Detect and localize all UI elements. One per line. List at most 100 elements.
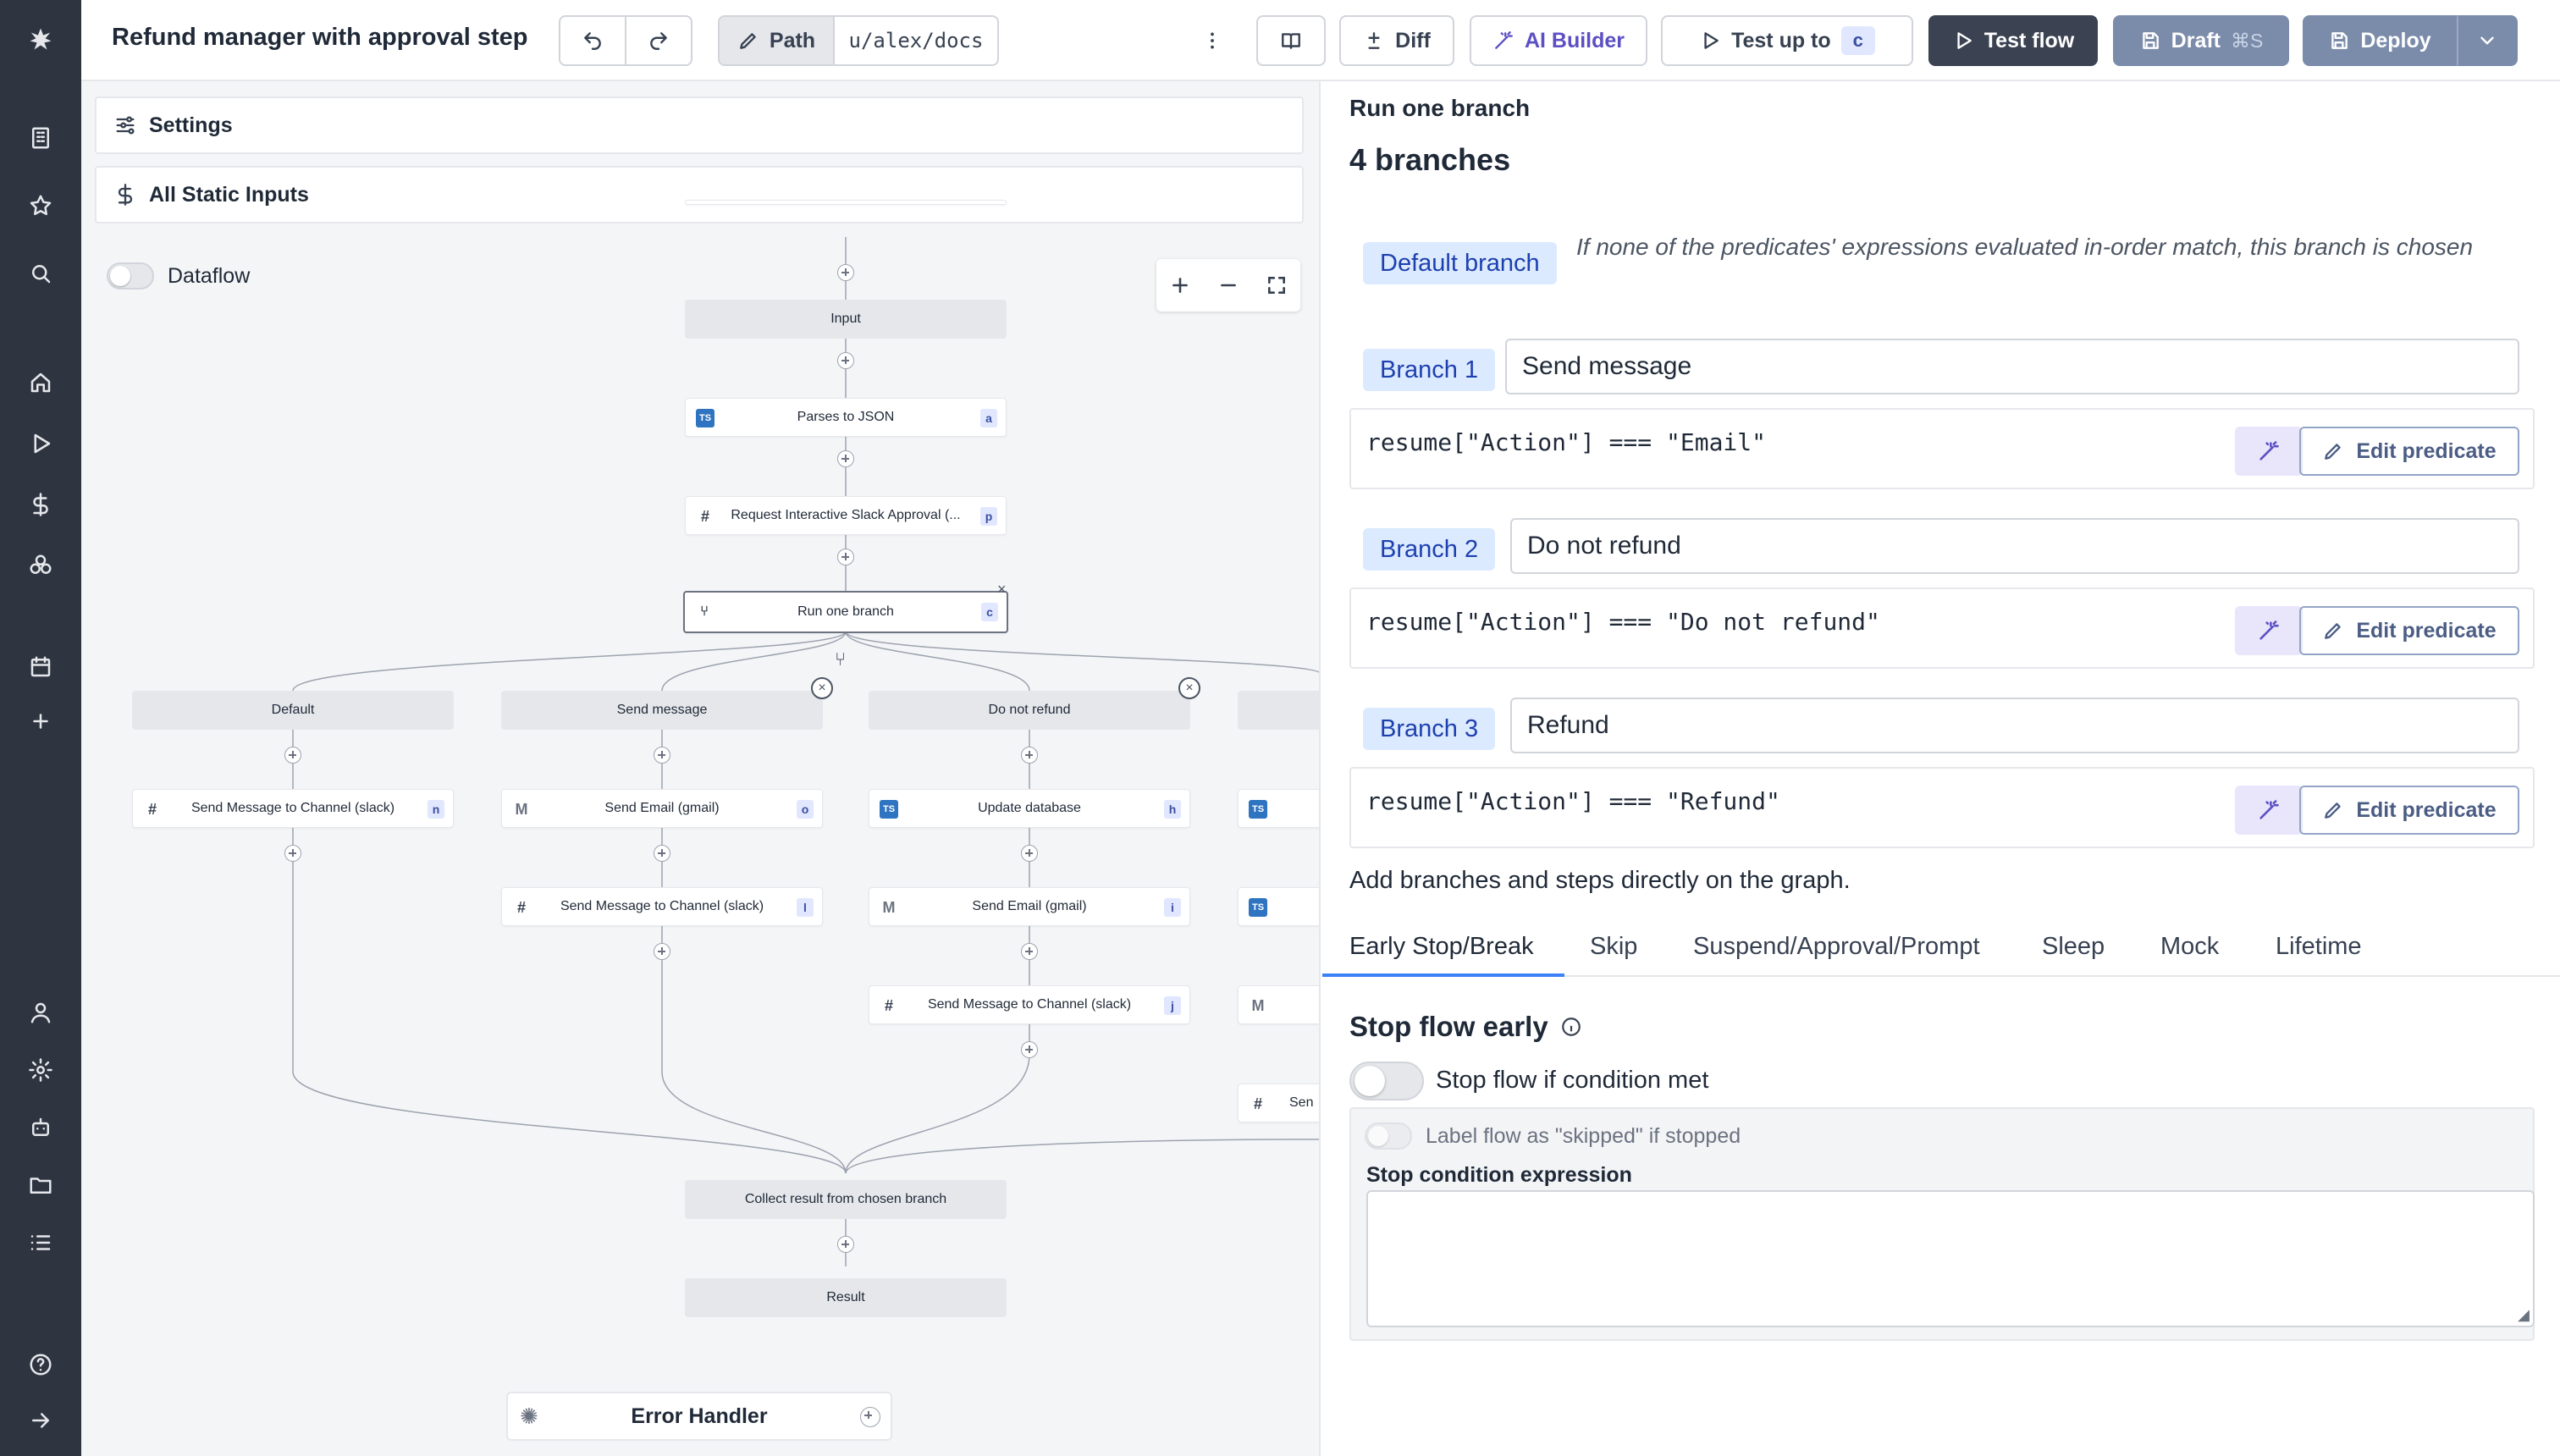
remove-branch-icon[interactable]: × [1178,677,1200,699]
search-icon[interactable] [24,256,58,290]
branch-refund-node[interactable] [1238,691,1319,730]
gear-icon[interactable] [24,1053,58,1087]
expand-arrow-icon[interactable] [24,1404,58,1437]
logo-icon[interactable] [24,22,58,56]
fit-view-icon[interactable] [1266,274,1288,296]
zoom-in-icon[interactable] [1169,274,1191,296]
insert-step-button[interactable] [1021,747,1038,764]
deploy-dropdown-button[interactable] [2457,15,2518,66]
refund-slack-node[interactable]: # Sen [1238,1084,1319,1122]
insert-step-button[interactable] [284,845,301,862]
insert-step-button[interactable] [837,352,854,369]
parse-json-node[interactable]: TS Parses to JSON a [685,398,1007,437]
insert-step-button[interactable] [1021,1041,1038,1058]
insert-step-button[interactable] [654,943,670,960]
home-icon[interactable] [24,366,58,400]
insert-step-button[interactable] [1021,943,1038,960]
path-button[interactable]: Path [718,15,835,66]
branch-do-not-refund-node[interactable]: Do not refund [869,691,1190,730]
tab-mock[interactable]: Mock [2160,933,2220,960]
resize-handle-icon[interactable]: ◢ [2518,1306,2530,1323]
send-email-node[interactable]: M Send Email (gmail) o [501,789,823,828]
branch-3-summary-input[interactable]: Refund [1510,698,2519,753]
ai-builder-button[interactable]: AI Builder [1470,15,1647,66]
send-email-node[interactable]: M Send Email (gmail) i [869,887,1190,926]
result-node[interactable]: Result [685,1278,1007,1317]
star-icon[interactable] [24,189,58,223]
flow-title[interactable]: Refund manager with approval step [112,24,528,51]
test-flow-button[interactable]: Test flow [1928,15,2098,66]
branch-3-pill: Branch 3 [1363,708,1496,750]
list-icon[interactable] [24,1226,58,1260]
branch-send-message-node[interactable]: Send message [501,691,823,730]
stop-condition-editor[interactable]: ◢ [1366,1190,2535,1327]
test-up-to-button[interactable]: Test up to c [1661,15,1913,66]
tab-early-stop[interactable]: Early Stop/Break [1322,933,1564,977]
zoom-out-icon[interactable] [1217,274,1239,296]
settings-bar[interactable]: Settings [95,97,1304,154]
add-icon[interactable] [24,704,58,738]
refund-step-node[interactable]: TS [1238,789,1319,828]
skipped-label: Label flow as "skipped" if stopped [1426,1124,1741,1148]
static-inputs-bar[interactable]: All Static Inputs [95,166,1304,223]
bot-icon[interactable] [24,1111,58,1144]
diff-button[interactable]: Diff [1339,15,1454,66]
dollar-icon[interactable] [24,488,58,521]
branch-1-summary-input[interactable]: Send message [1505,339,2519,394]
edit-predicate-button[interactable]: Edit predicate [2299,427,2519,476]
slack-message-node[interactable]: # Send Message to Channel (slack) n [132,789,454,828]
remove-branch-icon[interactable]: × [811,677,833,699]
info-icon[interactable] [1560,1016,1582,1038]
ai-predicate-button[interactable] [2235,606,2303,655]
branch-default-node[interactable]: Default [132,691,454,730]
undo-button[interactable] [559,15,626,66]
collect-result-node[interactable]: Collect result from chosen branch [685,1180,1007,1219]
branch-2-summary-input[interactable]: Do not refund [1510,518,2519,574]
update-database-node[interactable]: TS Update database h [869,789,1190,828]
book-icon [1282,33,1300,49]
error-handler-node[interactable]: ✺ Error Handler [506,1392,892,1441]
user-icon[interactable] [24,995,58,1029]
insert-step-button[interactable] [837,549,854,565]
slack-message-node[interactable]: # Send Message to Channel (slack) j [869,985,1190,1024]
close-icon[interactable]: × [997,581,1007,598]
edit-predicate-button[interactable]: Edit predicate [2299,606,2519,655]
boxes-icon[interactable] [24,549,58,582]
stop-flow-toggle[interactable] [1349,1062,1424,1100]
building-icon[interactable] [24,121,58,155]
add-branch-icon[interactable]: ⑂ [835,648,847,670]
more-menu-button[interactable] [1192,15,1233,66]
help-icon[interactable] [24,1348,58,1382]
tab-lifetime[interactable]: Lifetime [2276,933,2362,960]
path-value[interactable]: u/alex/docs [833,15,999,66]
add-error-handler-button[interactable] [860,1407,880,1427]
folder-icon[interactable] [24,1168,58,1202]
skipped-toggle[interactable] [1365,1122,1412,1150]
ai-predicate-button[interactable] [2235,427,2303,476]
deploy-button[interactable]: Deploy [2303,15,2457,66]
dataflow-toggle[interactable] [107,262,154,290]
calendar-icon[interactable] [24,650,58,684]
tab-suspend[interactable]: Suspend/Approval/Prompt [1693,933,1980,960]
play-icon[interactable] [24,427,58,461]
insert-step-button[interactable] [837,264,854,281]
ai-predicate-button[interactable] [2235,786,2303,835]
tab-skip[interactable]: Skip [1590,933,1638,960]
insert-step-button[interactable] [837,1236,854,1253]
insert-step-button[interactable] [654,747,670,764]
slack-approval-node[interactable]: # Request Interactive Slack Approval (..… [685,496,1007,535]
slack-message-node[interactable]: # Send Message to Channel (slack) l [501,887,823,926]
insert-step-button[interactable] [284,747,301,764]
input-node[interactable]: Input [685,300,1007,339]
redo-button[interactable] [625,15,692,66]
refund-step-node[interactable]: TS [1238,887,1319,926]
refund-email-node[interactable]: M [1238,985,1319,1024]
draft-button[interactable]: Draft ⌘S [2113,15,2289,66]
insert-step-button[interactable] [837,450,854,467]
edit-predicate-button[interactable]: Edit predicate [2299,786,2519,835]
tab-sleep[interactable]: Sleep [2042,933,2105,960]
run-one-branch-node[interactable]: ⑂ Run one branch c [683,591,1008,633]
insert-step-button[interactable] [654,845,670,862]
docs-button[interactable] [1256,15,1326,66]
insert-step-button[interactable] [1021,845,1038,862]
